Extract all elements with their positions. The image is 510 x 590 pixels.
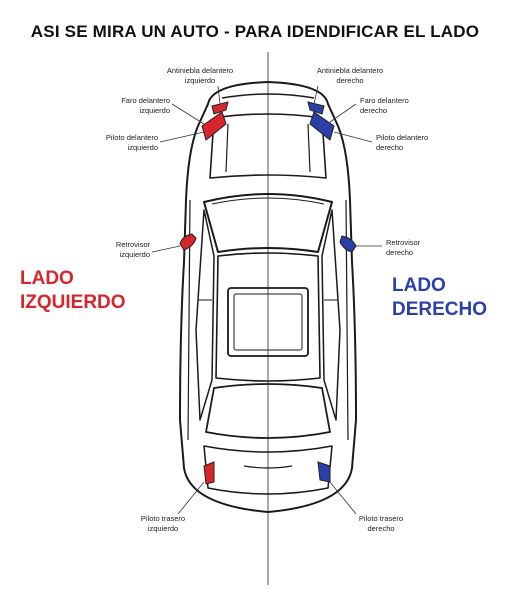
label-fog-left: Antiniebla delantero izquierdo (166, 66, 234, 85)
left-side-windows (195, 209, 215, 421)
right-mirror (339, 235, 357, 253)
left-mirror (179, 233, 197, 251)
right-side-windows (321, 209, 341, 421)
label-front-pilot-right: Piloto delantero derecho (376, 133, 429, 152)
windshield (203, 193, 333, 253)
left-headlight (201, 111, 227, 141)
left-side-line1: LADO (20, 268, 74, 289)
roof (215, 252, 321, 382)
diagram-title: ASI SE MIRA UN AUTO - PARA IDENDIFICAR E… (30, 22, 480, 41)
label-fog-right: Antiniebla delantero derecho (316, 66, 384, 85)
right-rear-light (317, 461, 331, 483)
right-headlight (309, 111, 335, 141)
right-side-line1: LADO (392, 275, 446, 296)
left-side-caption: LADO IZQUIERDO (20, 267, 126, 315)
car-body-outline (179, 81, 357, 513)
label-headlight-left: Faro delantero izquierdo (121, 96, 170, 115)
front-bumper (221, 93, 315, 99)
right-side-caption: LADO DERECHO (392, 274, 487, 322)
hood (209, 113, 327, 179)
label-rear-pilot-right: Piloto trasero derecho (358, 514, 404, 533)
label-mirror-left: Retrovisor izquierdo (115, 240, 150, 259)
label-rear-pilot-left: Piloto trasero izquierdo (140, 514, 186, 533)
right-side-line2: DERECHO (392, 299, 488, 320)
rear-window (205, 383, 331, 439)
left-side-line2: IZQUIERDO (20, 292, 126, 313)
label-headlight-right: Faro delantero derecho (360, 96, 409, 115)
left-fog-light (211, 101, 229, 115)
label-mirror-right: Retrovisor derecho (386, 238, 421, 257)
right-fog-light (307, 101, 325, 115)
left-rear-light (203, 461, 215, 485)
tailgate (203, 445, 333, 495)
sunroof (227, 287, 309, 357)
label-front-pilot-left: Piloto delantero izquierdo (105, 133, 158, 152)
